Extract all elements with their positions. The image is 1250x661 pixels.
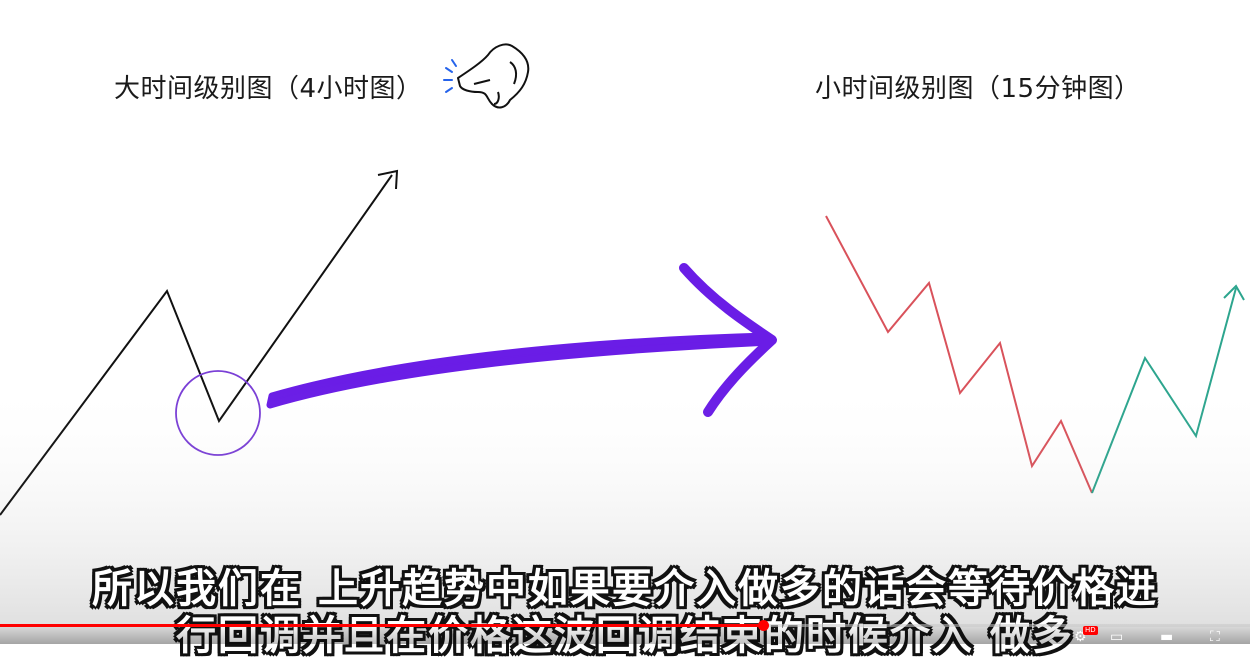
progress-scrubber-handle[interactable] bbox=[757, 620, 769, 631]
pointing-hand-icon bbox=[457, 43, 530, 109]
left-chart-title: 大时间级别图（4小时图） bbox=[114, 74, 423, 104]
subtitle-line-1: 所以我们在 上升趋势中如果要介入做多的话会等待价格进 bbox=[92, 566, 1158, 612]
progress-fill bbox=[0, 624, 763, 627]
trend-arrowhead bbox=[377, 169, 399, 190]
hd-badge: HD bbox=[1083, 626, 1098, 635]
uptrend-arrowhead bbox=[1223, 284, 1245, 301]
bottom-fade-overlay bbox=[0, 380, 1250, 644]
right-chart-title: 小时间级别图（15分钟图） bbox=[815, 74, 1141, 104]
trend-diagram bbox=[0, 43, 1250, 644]
fullscreen-icon[interactable]: ⛶ bbox=[1210, 629, 1220, 645]
theater-mode-icon[interactable]: ▬ bbox=[1160, 629, 1174, 645]
miniplayer-icon[interactable]: ▭ bbox=[1110, 629, 1124, 645]
player-control-bar bbox=[0, 624, 1250, 644]
sparkle-marks-icon bbox=[443, 59, 457, 93]
